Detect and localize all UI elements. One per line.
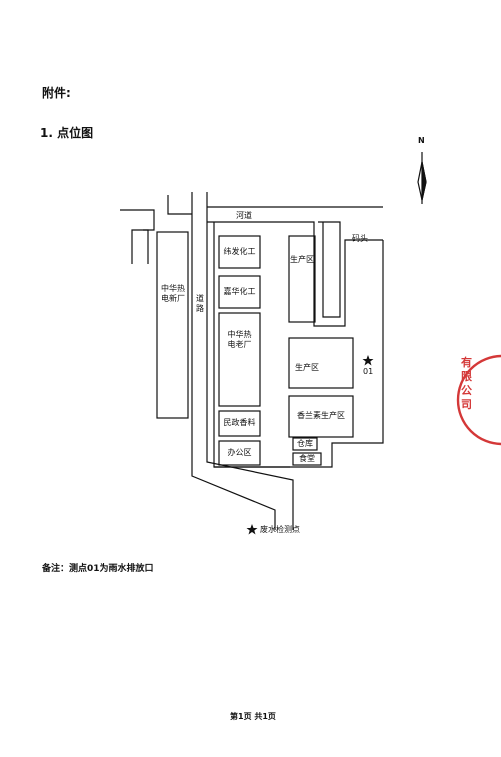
canteen-building (292, 452, 322, 466)
seal-text: 有限公司 (461, 356, 472, 411)
monitoring-point-id: 01 (363, 367, 374, 376)
production-main-label: 生产区 (295, 363, 319, 372)
road-west-edge (191, 192, 276, 530)
minzheng-label: 民政香料 (223, 418, 256, 427)
office-building (218, 440, 261, 466)
river-road-junction (167, 195, 192, 215)
attachment-label: 附件: (42, 86, 71, 100)
river-bank-west (120, 209, 155, 264)
river-bank-south (207, 221, 383, 327)
weifa-label: 纬发化工 (223, 247, 256, 256)
company-seal-icon (456, 354, 501, 446)
note-text: 备注：测点01为雨水排放口 (42, 564, 154, 574)
xianglansu-production (288, 395, 354, 438)
jiahua-label: 嘉华化工 (223, 287, 256, 296)
river-bank-west-inner (143, 229, 149, 264)
site-boundary (213, 222, 384, 468)
section-title: 1. 点位图 (40, 126, 94, 140)
zhonghua-new-label: 中华热电新厂 (161, 284, 185, 303)
zhonghua-old-label: 中华热电老厂 (227, 330, 252, 349)
road-label: 道路 (196, 294, 204, 313)
office-label: 办公区 (227, 448, 252, 457)
xianglansu-label: 香兰素生产区 (297, 411, 345, 420)
warehouse-label: 仓库 (297, 439, 313, 448)
zhonghua-new-plant (156, 231, 189, 419)
north-label: N (418, 136, 425, 145)
legend-label: 废水检测点 (260, 525, 300, 534)
north-arrow-icon (417, 152, 427, 204)
production-north-label: 生产区 (290, 255, 314, 264)
monitoring-point-star-icon (362, 355, 374, 366)
zhonghua-old-plant (218, 312, 261, 407)
weifa-chemical (218, 235, 261, 269)
page-footer: 第1页 共1页 (230, 712, 276, 721)
canteen-label: 食堂 (299, 454, 315, 463)
production-main (288, 337, 354, 389)
wharf-label: 码头 (352, 234, 368, 243)
legend-star-icon (246, 524, 258, 535)
river-label: 河道 (236, 211, 252, 220)
jiahua-chemical (218, 275, 261, 309)
warehouse-building (292, 437, 318, 451)
production-north (288, 235, 316, 323)
wharf-channel (318, 221, 341, 318)
road-east-edge (206, 192, 294, 530)
minzheng-spice (218, 410, 261, 437)
